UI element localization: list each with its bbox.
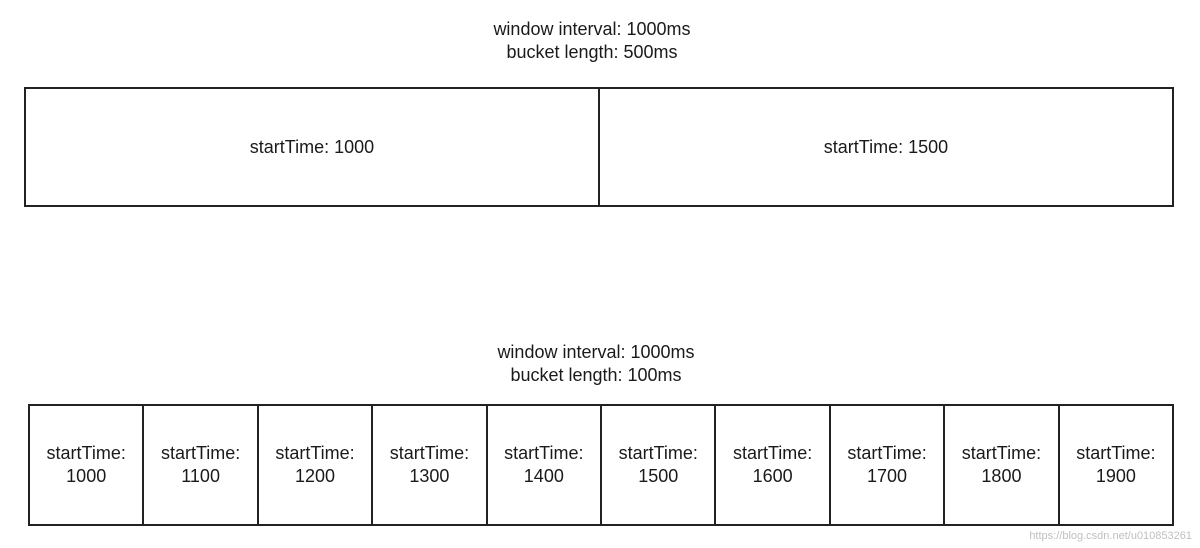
bottom-bucket-cell: startTime: 1100 xyxy=(142,406,256,524)
bottom-window-interval-text: window interval: 1000ms xyxy=(497,342,695,362)
bucket-start-value: 1500 xyxy=(638,466,679,486)
bucket-label: startTime: xyxy=(847,443,927,463)
bottom-bucket-length-text: bucket length: 100ms xyxy=(510,365,682,385)
top-window-interval-text: window interval: 1000ms xyxy=(493,19,691,39)
bottom-bucket-cell: startTime: 1300 xyxy=(371,406,485,524)
bottom-bucket-cell: startTime: 1200 xyxy=(256,406,371,524)
bottom-bucket-cell: startTime: 1700 xyxy=(828,406,943,524)
bucket-start-value: 1200 xyxy=(294,466,336,486)
bottom-bucket-cell: startTime: 1500 xyxy=(600,406,714,524)
top-bucket-row: startTime: 1000 startTime: 1500 xyxy=(24,87,1174,207)
bucket-label: startTime: xyxy=(46,443,126,463)
bucket-label: startTime: xyxy=(1076,443,1156,463)
bucket-label: startTime: xyxy=(732,443,813,463)
bucket-label: startTime: xyxy=(389,443,470,463)
bucket-start-value: 1900 xyxy=(1095,466,1136,486)
bucket-start-value: 1700 xyxy=(867,466,908,486)
bottom-bucket-cell: startTime: 1900 xyxy=(1057,406,1172,524)
top-window-caption: window interval: 1000ms bucket length: 5… xyxy=(392,18,792,64)
bucket-label: startTime: xyxy=(160,443,241,463)
bucket-start-value: 1100 xyxy=(181,466,220,486)
bucket-label: startTime: 1500 xyxy=(823,136,949,157)
bottom-bucket-cell: startTime: 1400 xyxy=(485,406,600,524)
top-bucket-length-text: bucket length: 500ms xyxy=(506,42,678,62)
bucket-start-value: 1300 xyxy=(409,466,450,486)
top-bucket-cell: startTime: 1500 xyxy=(598,89,1172,205)
bucket-label: startTime: xyxy=(275,443,355,463)
bottom-bucket-cell: startTime: 1000 xyxy=(30,406,142,524)
bucket-start-value: 1000 xyxy=(66,466,107,486)
bottom-bucket-cell: startTime: 1800 xyxy=(943,406,1057,524)
bucket-start-value: 1600 xyxy=(752,466,793,486)
bucket-label: startTime: 1000 xyxy=(249,136,375,157)
bucket-label: startTime: xyxy=(504,443,584,463)
bucket-start-value: 1400 xyxy=(523,466,564,486)
bucket-start-value: 1800 xyxy=(981,466,1022,486)
watermark-text: https://blog.csdn.net/u010853261 xyxy=(1029,530,1192,542)
bottom-bucket-row: startTime: 1000 startTime: 1100 startTim… xyxy=(28,404,1174,526)
bucket-label: startTime: xyxy=(961,443,1042,463)
bottom-window-caption: window interval: 1000ms bucket length: 1… xyxy=(396,341,796,387)
top-bucket-cell: startTime: 1000 xyxy=(26,89,598,205)
bucket-label: startTime: xyxy=(618,443,698,463)
bottom-bucket-cell: startTime: 1600 xyxy=(714,406,828,524)
